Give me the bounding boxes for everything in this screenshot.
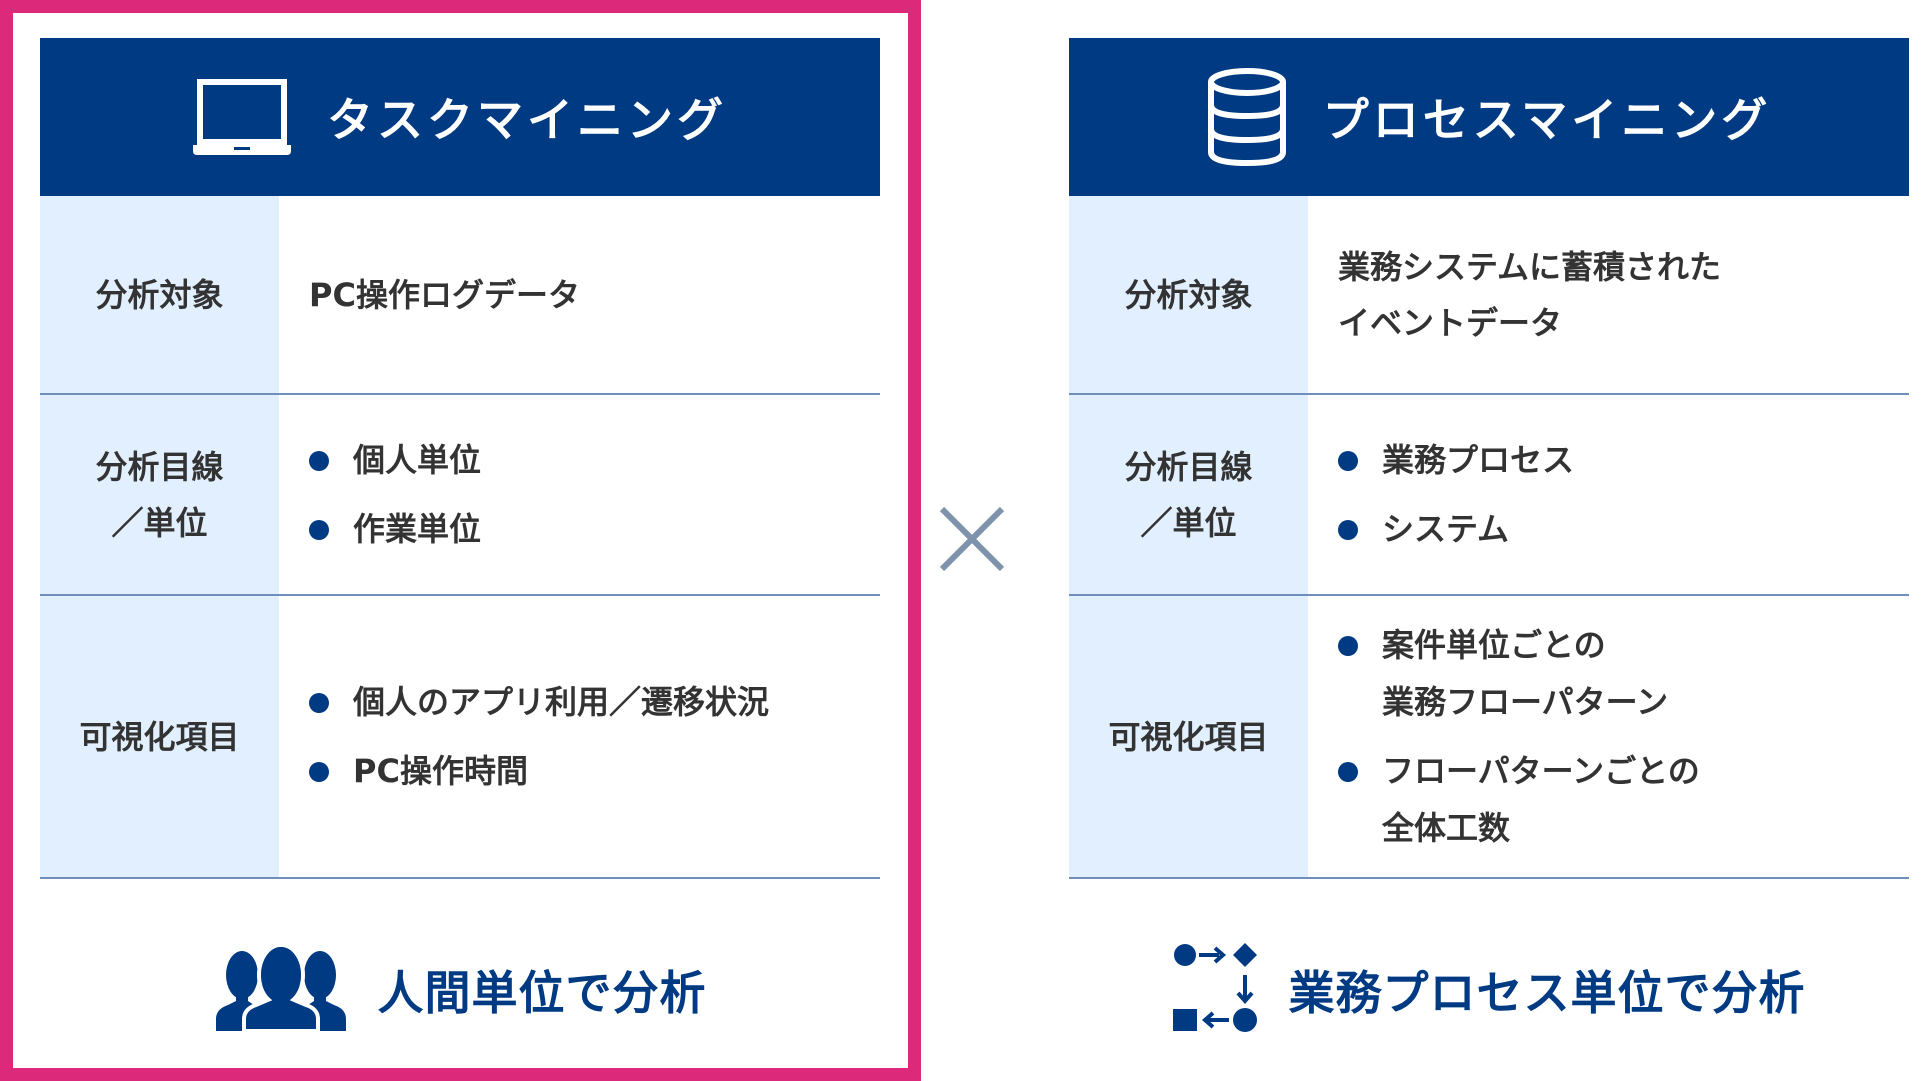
row-visualization-items: 可視化項目 個人のアプリ利用／遷移状況 PC操作時間 [40, 596, 880, 879]
row-label: 可視化項目 [40, 596, 279, 877]
row-analysis-target: 分析対象 業務システムに蓄積された イベントデータ [1069, 196, 1909, 395]
label-line: ／単位 [111, 503, 208, 542]
bullet-dot-icon [1338, 450, 1358, 471]
label-line: 可視化項目 [79, 717, 240, 756]
row-content: 業務プロセス システム [1308, 395, 1909, 594]
bullet-item: PC操作時間 [309, 743, 880, 800]
label-line: ／単位 [1140, 503, 1237, 542]
bullet-dot-icon [309, 519, 329, 540]
bullet-item: 作業単位 [309, 501, 880, 558]
row-analysis-perspective: 分析目線 ／単位 個人単位 作業単位 [40, 395, 880, 596]
selected-highlight-frame [0, 0, 921, 1081]
row-content: PC操作ログデータ [279, 196, 880, 393]
people-group-icon [214, 943, 348, 1035]
bullet-text: 作業単位 [353, 509, 482, 548]
label-line: 分析目線 [1124, 447, 1253, 486]
bullet-text: PC操作時間 [353, 751, 528, 790]
database-icon [1207, 68, 1287, 166]
process-mining-panel: プロセスマイニング 分析対象 業務システムに蓄積された イベントデータ 分析目線… [1069, 38, 1909, 879]
process-mining-header: プロセスマイニング [1069, 38, 1909, 196]
row-label: 分析目線 ／単位 [40, 395, 279, 594]
panel-title: タスクマイニング [327, 93, 727, 147]
label-line: 分析対象 [1124, 275, 1253, 314]
bullet-text: 個人のアプリ利用／遷移状況 [353, 682, 770, 721]
row-label: 可視化項目 [1069, 596, 1308, 877]
row-content: 個人単位 作業単位 [279, 395, 880, 594]
panel-title: プロセスマイニング [1322, 93, 1772, 147]
bullet-dot-icon [309, 692, 329, 713]
bullet-text: システム [1382, 509, 1510, 548]
bullet-text: 業務フローパターン [1382, 682, 1669, 721]
bullet-dot-icon [309, 450, 329, 471]
bullet-dot-icon [1338, 635, 1358, 656]
laptop-icon [193, 79, 291, 155]
bullet-item: 案件単位ごとの 業務フローパターン [1338, 617, 1909, 731]
bullet-text: フローパターンごとの [1382, 751, 1700, 790]
process-mining-footer: 業務プロセス単位で分析 [1069, 940, 1909, 1040]
task-mining-footer: 人間単位で分析 [40, 940, 880, 1040]
bullet-item: システム [1338, 501, 1909, 558]
bullet-dot-icon [309, 761, 329, 782]
bullet-text: 個人単位 [353, 440, 482, 479]
bullet-text: 案件単位ごとの [1382, 625, 1606, 664]
row-label: 分析対象 [1069, 196, 1308, 393]
bullet-item: 個人のアプリ利用／遷移状況 [309, 674, 880, 731]
row-content: 案件単位ごとの 業務フローパターン フローパターンごとの 全体工数 [1308, 596, 1909, 877]
row-content: 個人のアプリ利用／遷移状況 PC操作時間 [279, 596, 880, 877]
row-label: 分析目線 ／単位 [1069, 395, 1308, 594]
footer-text: 人間単位で分析 [377, 966, 707, 1020]
row-content: 業務システムに蓄積された イベントデータ [1308, 196, 1909, 393]
bullet-dot-icon [1338, 519, 1358, 540]
content-text: PC操作ログデータ [309, 275, 580, 314]
times-icon [938, 506, 1006, 572]
row-visualization-items: 可視化項目 案件単位ごとの 業務フローパターン フローパターンごとの 全体工数 [1069, 596, 1909, 879]
footer-text: 業務プロセス単位で分析 [1288, 966, 1806, 1020]
row-label: 分析対象 [40, 196, 279, 393]
bullet-text: 全体工数 [1382, 808, 1511, 847]
label-line: 分析目線 [95, 447, 224, 486]
content-text: イベントデータ [1338, 303, 1563, 342]
task-mining-panel: タスクマイニング 分析対象 PC操作ログデータ 分析目線 ／単位 個人単位 作業… [40, 38, 880, 879]
bullet-item: 個人単位 [309, 432, 880, 489]
task-mining-header: タスクマイニング [40, 38, 880, 196]
row-analysis-perspective: 分析目線 ／単位 業務プロセス システム [1069, 395, 1909, 596]
label-line: 分析対象 [95, 275, 224, 314]
label-line: 可視化項目 [1108, 717, 1269, 756]
bullet-item: 業務プロセス [1338, 432, 1909, 489]
bullet-dot-icon [1338, 761, 1358, 782]
row-analysis-target: 分析対象 PC操作ログデータ [40, 196, 880, 395]
process-flow-icon [1172, 943, 1259, 1037]
bullet-text: 業務プロセス [1382, 440, 1575, 479]
content-text: 業務システムに蓄積された [1338, 247, 1722, 286]
bullet-item: フローパターンごとの 全体工数 [1338, 743, 1909, 857]
